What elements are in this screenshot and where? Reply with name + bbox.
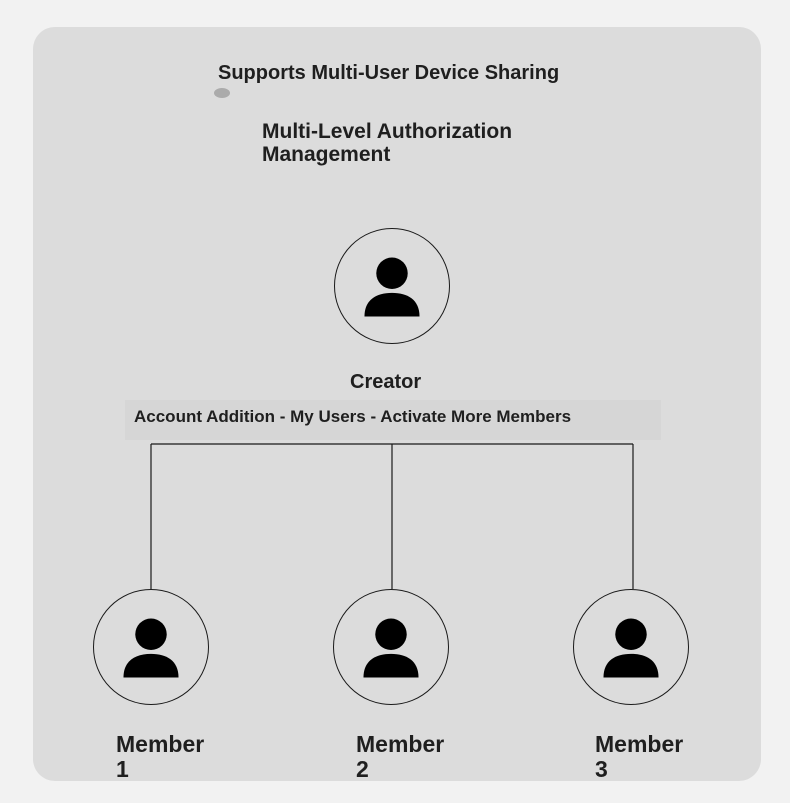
creator-label: Creator [350, 371, 422, 393]
user-icon [364, 257, 420, 317]
member-1-avatar [93, 589, 209, 705]
member-2-avatar [333, 589, 449, 705]
diagram-title: Supports Multi-User Device Sharing [218, 62, 560, 84]
member-3-label: Member 3 [595, 731, 684, 782]
creator-actions-bar [125, 400, 661, 440]
user-icon [363, 618, 419, 678]
user-icon [603, 618, 659, 678]
member-2-label: Member 2 [356, 731, 445, 782]
diagram-subtitle: Multi-Level Authorization Management [262, 120, 513, 166]
user-icon [123, 618, 179, 678]
smudge-mark [214, 88, 230, 98]
creator-avatar [334, 228, 450, 344]
creator-actions: Account Addition - My Users - Activate M… [134, 407, 572, 426]
member-3-avatar [573, 589, 689, 705]
member-1-label: Member 1 [116, 731, 205, 782]
